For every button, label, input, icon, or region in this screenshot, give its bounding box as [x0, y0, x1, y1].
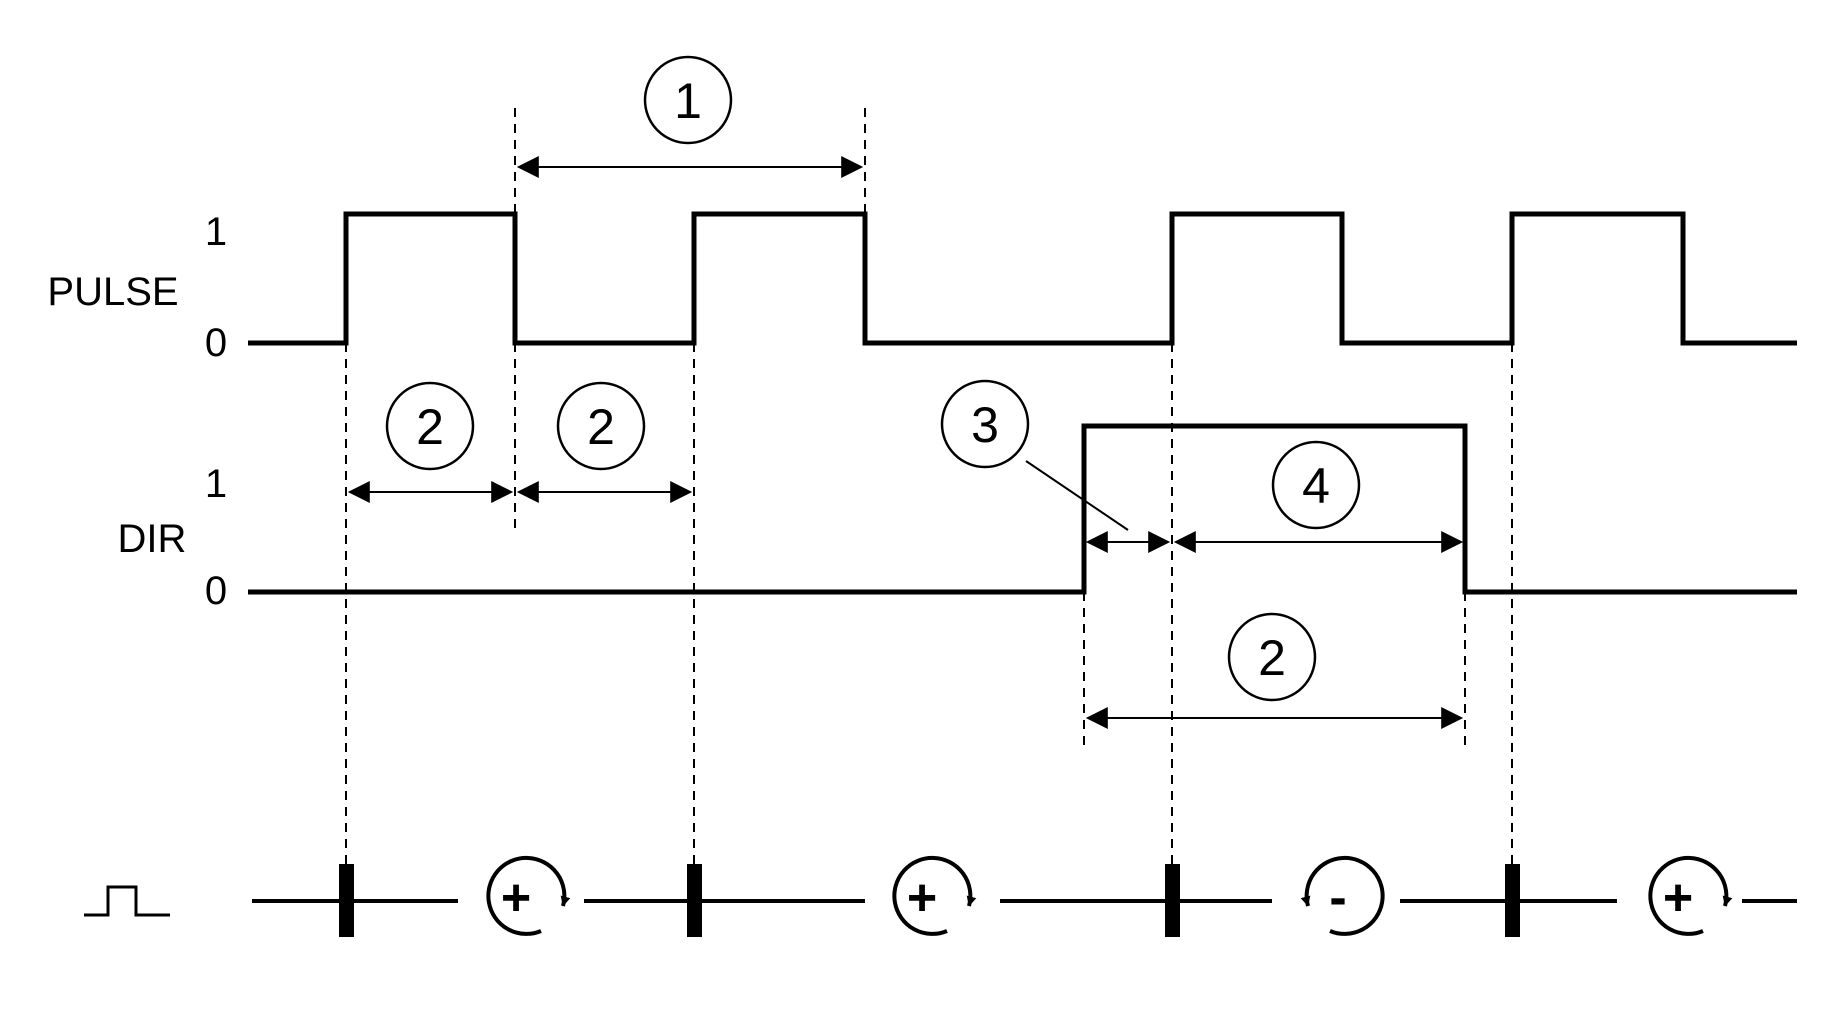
svg-text:-: - — [1329, 869, 1346, 927]
step-marker — [1165, 864, 1180, 937]
callout-2-dir: 2 — [1227, 612, 1317, 702]
dir-level-0-label: 0 — [205, 569, 227, 613]
callout-2-low: 2 — [556, 381, 646, 471]
callout-3-leader — [1025, 460, 1129, 531]
callout-1: 1 — [643, 55, 733, 145]
callout-2-high: 2 — [385, 381, 475, 471]
callout-4: 4 — [1271, 440, 1361, 530]
pulse-symbol-icon — [84, 885, 170, 917]
dir-level-1-label: 1 — [205, 462, 227, 506]
svg-text:4: 4 — [1302, 458, 1330, 514]
dashed-guides — [345, 108, 1513, 865]
svg-text:+: + — [1663, 869, 1693, 927]
rotation-clockwise-icon: + — [486, 855, 571, 936]
callout-3: 3 — [940, 379, 1030, 469]
svg-text:+: + — [907, 869, 937, 927]
svg-text:2: 2 — [416, 399, 444, 455]
rotation-counterclockwise-icon: - — [1300, 855, 1385, 936]
step-marker — [687, 864, 702, 937]
pulse-waveform — [248, 211, 1797, 346]
svg-text:3: 3 — [971, 397, 999, 453]
svg-text:2: 2 — [1258, 630, 1286, 686]
svg-text:+: + — [501, 869, 531, 927]
pulse-signal-label: PULSE — [47, 270, 178, 314]
step-marker — [339, 864, 354, 937]
dimension-arrows — [347, 156, 1464, 729]
dir-waveform — [248, 423, 1797, 595]
dir-signal-label: DIR — [118, 517, 187, 561]
rotation-clockwise-icon: + — [892, 855, 977, 936]
pulse-level-1-label: 1 — [205, 210, 227, 254]
svg-text:2: 2 — [587, 399, 615, 455]
rotation-clockwise-icon: + — [1648, 855, 1733, 936]
svg-text:1: 1 — [674, 73, 702, 129]
step-markers — [339, 864, 1520, 937]
step-marker — [1505, 864, 1520, 937]
pulse-level-0-label: 0 — [205, 321, 227, 365]
